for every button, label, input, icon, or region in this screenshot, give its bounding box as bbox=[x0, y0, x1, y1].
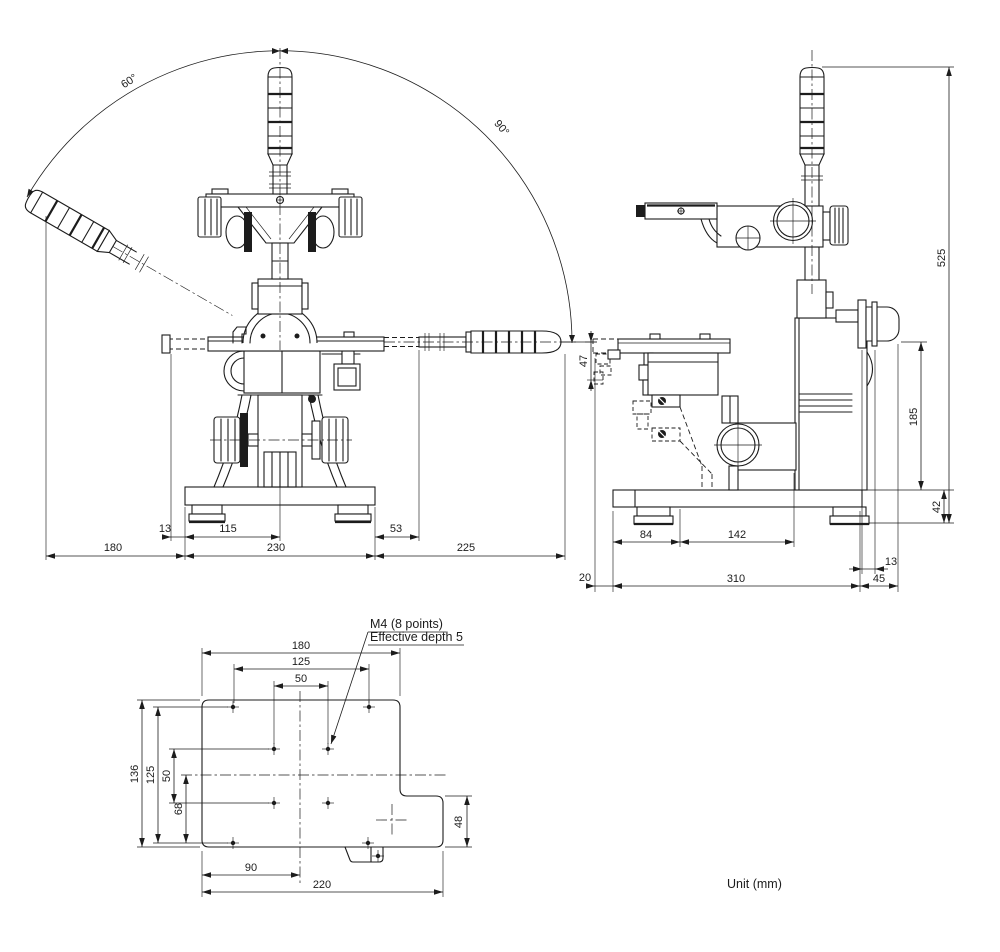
dim-bottom-90: 90 bbox=[245, 862, 257, 874]
dim-front-225: 225 bbox=[457, 542, 475, 554]
dim-front-230: 230 bbox=[267, 542, 285, 554]
front-machine-outline bbox=[21, 48, 578, 524]
dim-bottom-50h: 50 bbox=[295, 673, 307, 685]
dim-side-13: 13 bbox=[885, 556, 897, 568]
m4-hole bbox=[321, 742, 335, 756]
dim-bottom-68: 68 bbox=[173, 803, 185, 815]
dim-bottom-220: 220 bbox=[313, 879, 331, 891]
m4-hole bbox=[321, 796, 335, 810]
m4-callout: M4 (8 points) Effective depth 5 bbox=[330, 617, 464, 745]
dim-bottom-136: 136 bbox=[129, 765, 141, 783]
dim-side-47: 47 bbox=[578, 355, 590, 367]
callout-line1: M4 (8 points) bbox=[370, 617, 443, 631]
dim-bottom-48: 48 bbox=[453, 816, 465, 828]
dim-side-142: 142 bbox=[728, 529, 746, 541]
m4-hole bbox=[267, 742, 281, 756]
dim-front-13: 13 bbox=[159, 523, 171, 535]
dim-side-45: 45 bbox=[873, 573, 885, 585]
dim-front-180: 180 bbox=[104, 542, 122, 554]
base-plate-outline bbox=[181, 691, 448, 883]
angle-label-90: 90° bbox=[491, 118, 511, 138]
dim-bottom-125h: 125 bbox=[292, 656, 310, 668]
dim-side-310: 310 bbox=[727, 573, 745, 585]
dim-front-115: 115 bbox=[219, 523, 237, 535]
dim-side-525: 525 bbox=[936, 249, 948, 267]
side-dimensions: 84 142 20 310 45 13 42 185 525 47 bbox=[578, 66, 954, 592]
dim-bottom-180: 180 bbox=[292, 640, 310, 652]
dim-side-185: 185 bbox=[908, 408, 920, 426]
callout-line2: Effective depth 5 bbox=[370, 630, 463, 644]
dim-bottom-125v: 125 bbox=[145, 766, 157, 784]
dim-bottom-50v: 50 bbox=[161, 770, 173, 782]
dim-side-20: 20 bbox=[579, 572, 591, 584]
front-dimensions: 13 115 53 180 230 225 bbox=[45, 216, 597, 560]
tilted-handle-60deg bbox=[21, 186, 233, 316]
side-machine-outline bbox=[592, 50, 900, 526]
dim-side-42: 42 bbox=[931, 501, 943, 513]
bottom-dimensions: 180 125 50 136 125 50 68 90 220 48 bbox=[129, 640, 472, 897]
dim-front-53: 53 bbox=[390, 523, 402, 535]
bottom-view: M4 (8 points) Effective depth 5 bbox=[129, 617, 472, 897]
m4-hole bbox=[267, 796, 281, 810]
m4-hole bbox=[226, 700, 240, 714]
side-view: 84 142 20 310 45 13 42 185 525 47 bbox=[578, 50, 954, 592]
dim-side-84: 84 bbox=[640, 529, 652, 541]
unit-label: Unit (mm) bbox=[727, 877, 782, 891]
front-view: 60° 90° 13 115 53 180 230 22 bbox=[21, 48, 597, 560]
